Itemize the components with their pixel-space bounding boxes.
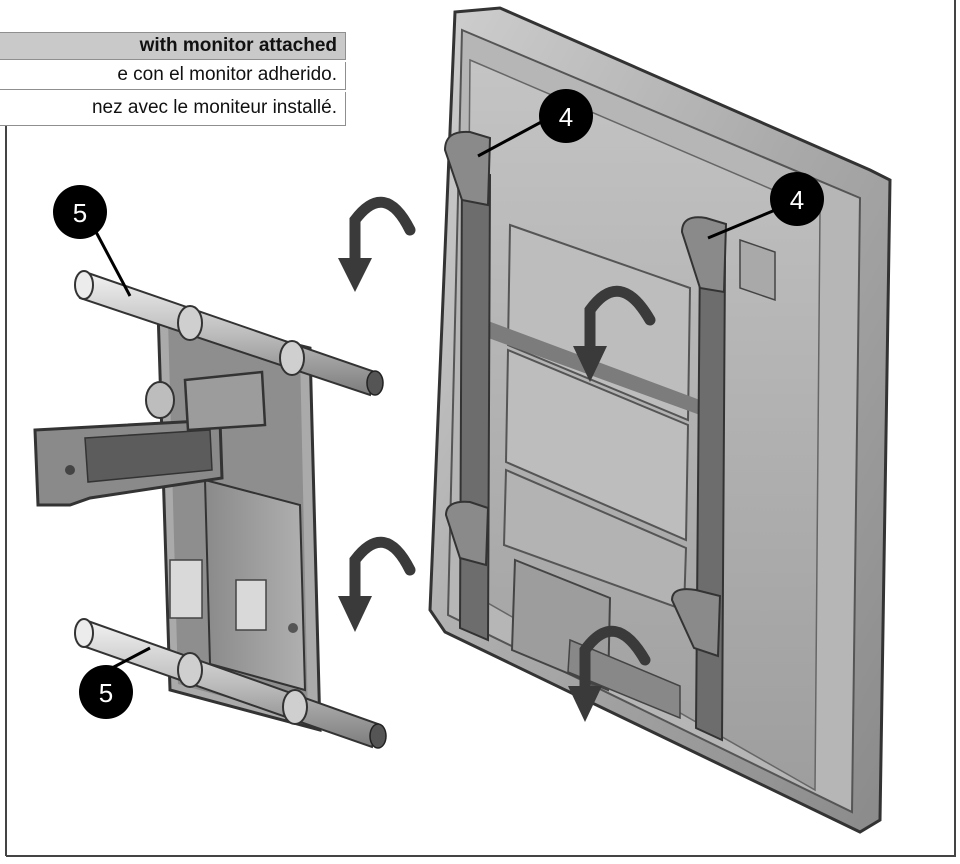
rotate-arrow-icon [338,536,416,632]
rotate-arrow-icon [573,285,656,382]
frame-border [5,0,956,857]
caption-spanish: e con el monitor adherido. [0,62,346,90]
svg-text:4: 4 [790,185,804,215]
top-rod [74,270,384,397]
bottom-rod [74,618,387,749]
svg-text:5: 5 [99,678,113,708]
callout-leaders [93,118,781,670]
callout-4-top-left: 4 [539,89,593,143]
rotate-arrow-icon [568,625,651,722]
svg-text:4: 4 [559,102,573,132]
rotate-arrow-icon [338,196,416,292]
monitor-back [428,6,892,834]
caption-french: nez avec le moniteur installé. [0,92,346,126]
callout-4-top-right: 4 [770,172,824,226]
wall-bracket [33,308,322,732]
callout-5-bottom: 5 [79,665,133,719]
svg-text:5: 5 [73,198,87,228]
callout-5-top: 5 [53,185,107,239]
caption-english: with monitor attached [0,32,346,60]
